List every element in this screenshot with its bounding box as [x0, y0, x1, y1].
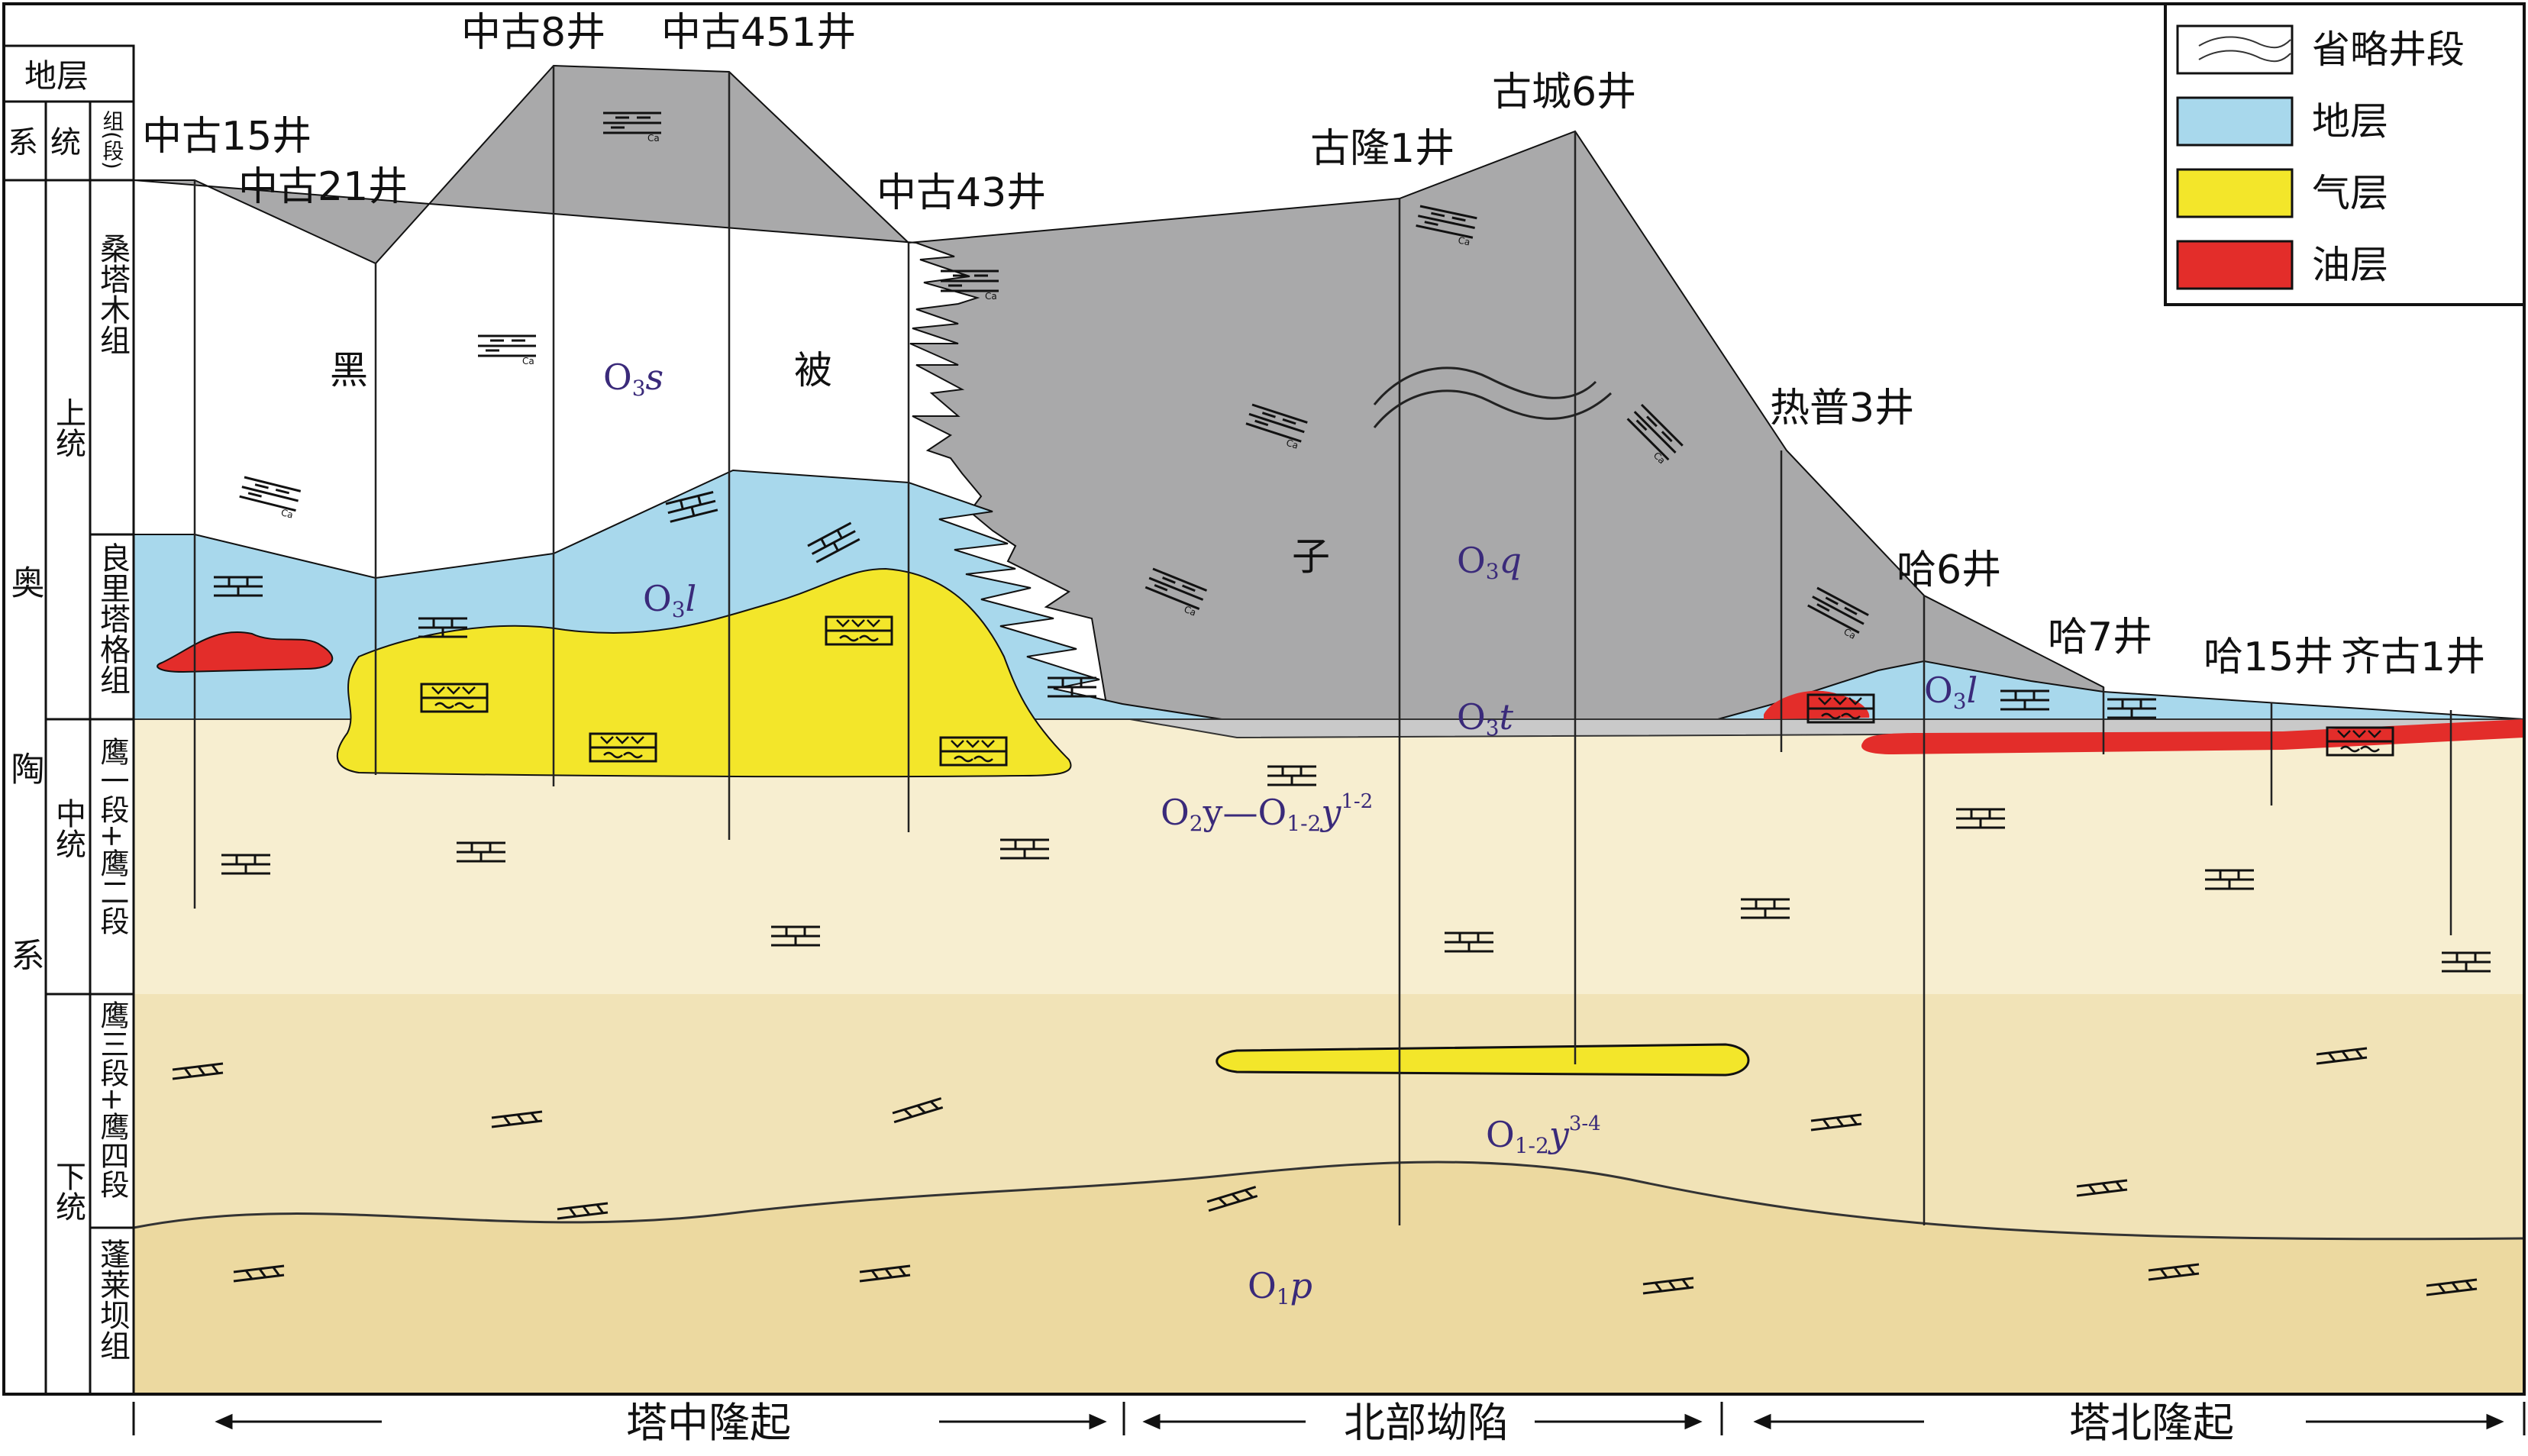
legend-omitted-section-icon	[2198, 36, 2291, 63]
well-labels: 中古15井 中古21井 中古8井 中古451井 中古43井 古隆1井 古城6井 …	[142, 10, 2485, 680]
gas-lens-central	[1216, 1043, 1750, 1077]
shale-symbol	[235, 476, 302, 522]
legend-label: 气层	[2312, 171, 2388, 215]
region-bar: 塔中隆起 北部坳陷 塔北隆起	[132, 1399, 2526, 1447]
legend-gas-icon	[2176, 168, 2294, 218]
heizi-char-2: 被	[794, 348, 832, 392]
omitted-section-mark	[1373, 389, 1613, 428]
column-series-upper: 上统	[50, 397, 86, 458]
legend-label: 地层	[2312, 99, 2388, 144]
unit-o3l: O3l	[643, 578, 696, 622]
stratigraphic-column: 地层 系 统 组(段) 奥陶系 上统 中统 下统 桑塔木组 良里塔格组 鹰一段+…	[2, 44, 135, 1396]
sangtamu-gray-zone	[133, 64, 2104, 722]
well-label: 中古15井	[142, 114, 312, 160]
heizi-char-1: 黑	[330, 348, 368, 392]
column-series-middle: 中统	[50, 798, 86, 859]
column-sub-formation: 组(段)	[100, 110, 125, 169]
legend-omitted-section-icon	[2176, 24, 2294, 75]
column-formation: 良里塔格组	[95, 542, 130, 695]
penglai-top-boundary	[133, 1161, 2525, 1241]
region-label-tabei: 塔北隆起	[2069, 1399, 2234, 1447]
legend: 省略井段 地层 气层 油层	[2164, 2, 2526, 306]
well-label: 哈6井	[1897, 547, 2001, 593]
well-label: 中古451井	[661, 10, 856, 56]
column-formation: 鹰一段+鹰二段	[95, 737, 129, 935]
column-series-lower: 下统	[50, 1161, 86, 1222]
unit-o3l-east: O3l	[1924, 670, 1978, 714]
oil-zone-west	[157, 631, 334, 673]
legend-label: 省略井段	[2312, 27, 2465, 72]
penglai-formation-background	[134, 1162, 2524, 1394]
well-label: 哈15井	[2204, 634, 2333, 680]
oil-zone-repu3	[1764, 690, 1870, 719]
well-label: 热普3井	[1770, 386, 1914, 431]
column-formation: 桑塔木组	[95, 233, 130, 355]
column-header: 地层	[24, 57, 89, 95]
well-label: 古城6井	[1492, 69, 1636, 115]
well-label: 中古8井	[461, 10, 605, 56]
unit-o12y: O1-2y3-4	[1486, 1112, 1601, 1158]
legend-stratum-icon	[2176, 96, 2294, 147]
legend-oil-icon	[2176, 240, 2294, 290]
omitted-section-mark	[1373, 366, 1597, 405]
well-label: 中古43井	[877, 170, 1046, 216]
well-label: 哈7井	[2048, 615, 2152, 660]
shale-symbol	[476, 334, 538, 368]
column-sub-series: 统	[50, 125, 81, 160]
well-label: 古隆1井	[1310, 126, 1454, 172]
well-label: 齐古1井	[2341, 634, 2485, 680]
unit-o1p: O1p	[1248, 1265, 1312, 1309]
column-formation: 蓬莱坝组	[95, 1238, 130, 1361]
well-label: 中古21井	[238, 164, 408, 210]
region-label-tazhong: 塔中隆起	[626, 1399, 791, 1447]
column-system: 奥陶系	[5, 565, 44, 1124]
figure-frame	[2, 2, 2526, 1396]
unit-o3q: O3q	[1457, 540, 1522, 584]
legend-label: 油层	[2312, 243, 2388, 287]
unit-o2y: O2y—O1-2y1-2	[1161, 790, 1373, 836]
unit-o3s: O3s	[603, 357, 663, 401]
region-label-beibu: 北部坳陷	[1344, 1399, 1509, 1447]
heizi-char-3: 子	[1292, 534, 1330, 579]
column-sub-system: 系	[8, 125, 38, 160]
unit-o3t: O3t	[1457, 696, 1514, 741]
column-formation: 鹰三段+鹰四段	[95, 1000, 129, 1199]
well-lines	[193, 66, 2452, 1225]
gas-zone-west	[336, 567, 1072, 778]
